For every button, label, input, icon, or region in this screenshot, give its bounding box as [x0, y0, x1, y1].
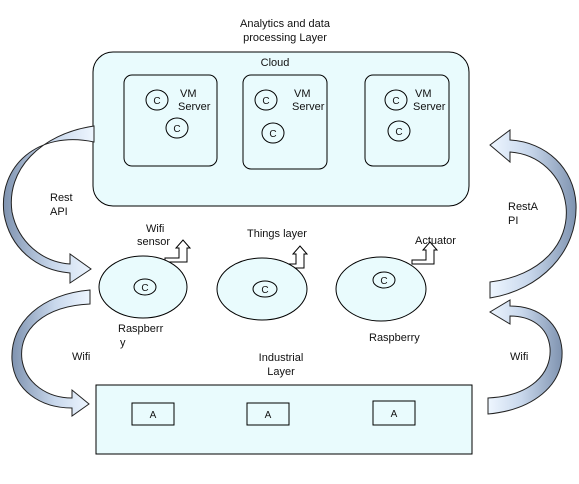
industrial-label-line1: Industrial — [259, 352, 304, 364]
container-label: C — [153, 96, 160, 107]
signal-arrow-icon — [164, 239, 192, 263]
actuator-label: Actuator — [415, 235, 456, 247]
rest-api-arrow-right — [489, 129, 577, 299]
container-node — [165, 117, 189, 139]
raspberry-label-line2: y — [120, 337, 126, 349]
actuator-box — [246, 402, 290, 426]
container-node — [372, 271, 396, 289]
vm-server-box: C C VM Server — [364, 74, 450, 167]
container-label: C — [380, 276, 387, 287]
cloud-layer: Cloud C C VM Server C C VM Server C — [92, 51, 470, 207]
actuator-box-label: A — [391, 409, 398, 420]
container-label: C — [141, 283, 148, 294]
industrial-layer: Industrial Layer A A A — [95, 352, 473, 455]
wifi-right-label: Wifi — [510, 351, 528, 363]
container-node — [254, 89, 278, 111]
vm-label-line2: Server — [178, 101, 211, 113]
rest-api-left-line2: API — [50, 206, 68, 218]
container-node — [384, 89, 408, 111]
wifi-arrow-right — [487, 299, 563, 415]
wifi-sensor-label-line2: sensor — [137, 236, 170, 248]
container-label: C — [173, 124, 180, 135]
diagram-title-line1: Analytics and data — [240, 18, 331, 30]
diagram-title-line2: processing Layer — [243, 32, 327, 44]
cloud-label: Cloud — [261, 57, 290, 69]
actuator-box-label: A — [150, 410, 157, 421]
device-node — [335, 256, 427, 322]
vm-server-box: C C VM Server — [242, 74, 328, 170]
vm-label-line2: Server — [413, 101, 446, 113]
vm-server-box: C C VM Server — [123, 74, 218, 167]
container-node — [133, 278, 157, 296]
container-node — [387, 120, 411, 142]
container-label: C — [261, 285, 268, 296]
wifi-sensor-label-line1: Wifi — [146, 223, 164, 235]
things-layer: Things layer Wifi sensor Actuator C Rasp… — [98, 223, 456, 349]
vm-label-line1: VM — [415, 88, 432, 100]
container-label: C — [395, 127, 402, 138]
vm-label-line2: Server — [292, 101, 325, 113]
raspberry-label-line1: Raspberr — [118, 323, 164, 335]
actuator-box-label: A — [265, 410, 272, 421]
container-node — [252, 280, 278, 298]
container-label: C — [269, 129, 276, 140]
industrial-label-line2: Layer — [267, 366, 295, 378]
wifi-arrow-left — [11, 289, 91, 417]
wifi-left-label: Wifi — [72, 351, 90, 363]
vm-label-line1: VM — [294, 88, 311, 100]
rest-api-left-line1: Rest — [50, 192, 73, 204]
rest-api-right-line1: RestA — [508, 201, 539, 213]
vm-label-line1: VM — [180, 88, 197, 100]
things-layer-label: Things layer — [247, 228, 307, 240]
container-node — [261, 122, 285, 144]
actuator-box — [131, 402, 175, 426]
container-label: C — [392, 96, 399, 107]
container-node — [145, 89, 169, 111]
container-label: C — [262, 96, 269, 107]
rest-api-arrow-left — [2, 125, 95, 284]
raspberry-label: Raspberry — [369, 332, 420, 344]
rest-api-right-line2: PI — [508, 215, 518, 227]
signal-arrow-icon — [411, 241, 439, 265]
actuator-box — [372, 400, 416, 426]
